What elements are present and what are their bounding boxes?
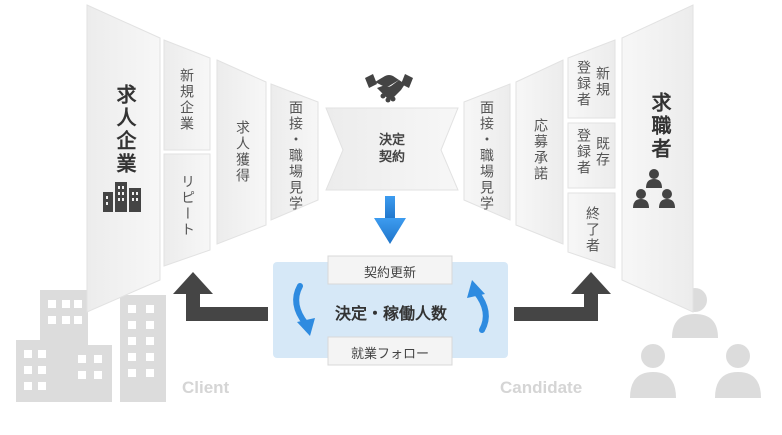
candidate-step-new-panel (567, 39, 616, 119)
building-icon (103, 182, 141, 212)
candidate-main-label: 求職者 (648, 92, 672, 161)
kpi-label: 決定・稼働人数 (334, 304, 447, 323)
handshake-icon (365, 74, 413, 103)
client-main-label: 求人企業 (113, 84, 137, 176)
client-step-new-panel (163, 39, 211, 151)
deal-label-line2: 契約 (378, 150, 405, 165)
kpi-highlight-box (273, 262, 508, 358)
down-arrow-icon (374, 196, 406, 244)
client-step-acquire-label: 求人獲得 (234, 120, 250, 184)
people-watermark-icon (630, 288, 761, 398)
group-people-icon (633, 169, 675, 208)
client-step-acquire-panel (216, 59, 267, 245)
buildings-watermark-icon (16, 290, 166, 402)
deal-label-line1: 決定 (378, 133, 405, 148)
client-main-panel (86, 4, 161, 313)
client-watermark: Client (182, 378, 230, 397)
candidate-step-existing-panel (567, 122, 616, 189)
candidate-step-finished-label: 終了者 (584, 206, 600, 254)
deal-panel (325, 107, 459, 191)
return-right-arrow-icon (514, 272, 611, 321)
candidate-step-finished-panel (567, 192, 616, 269)
candidate-watermark: Candidate (500, 378, 583, 397)
followup-box (327, 336, 453, 366)
renewal-box (327, 255, 453, 285)
deal-label: 決定 契約 (362, 132, 422, 166)
cycle-left-arrowhead-icon (297, 318, 315, 336)
candidate-step-new-top-label: 新規 (594, 66, 610, 98)
candidate-step-interview-panel (463, 83, 511, 221)
candidate-step-existing-bottom-label: 登録者 (575, 128, 591, 176)
client-step-interview-panel (270, 83, 319, 221)
cycle-right-arrowhead-icon (467, 280, 485, 298)
client-step-new-label: 新規企業 (178, 68, 194, 132)
candidate-step-new-bottom-label: 登録者 (575, 60, 591, 108)
candidate-main-panel (621, 4, 694, 313)
candidate-step-existing-top-label: 既存 (594, 136, 610, 168)
candidate-step-apply-panel (515, 59, 564, 245)
client-step-repeat-label: リピート (179, 174, 195, 238)
candidate-step-interview-label: 面接・職場見学 (478, 100, 494, 212)
renewal-label: 契約更新 (363, 266, 416, 281)
followup-label: 就業フォロー (350, 347, 429, 362)
return-left-arrow-icon (173, 272, 268, 321)
candidate-step-apply-label: 応募承諾 (532, 118, 548, 182)
client-step-repeat-panel (163, 153, 211, 267)
client-step-interview-label: 面接・職場見学 (287, 100, 303, 212)
